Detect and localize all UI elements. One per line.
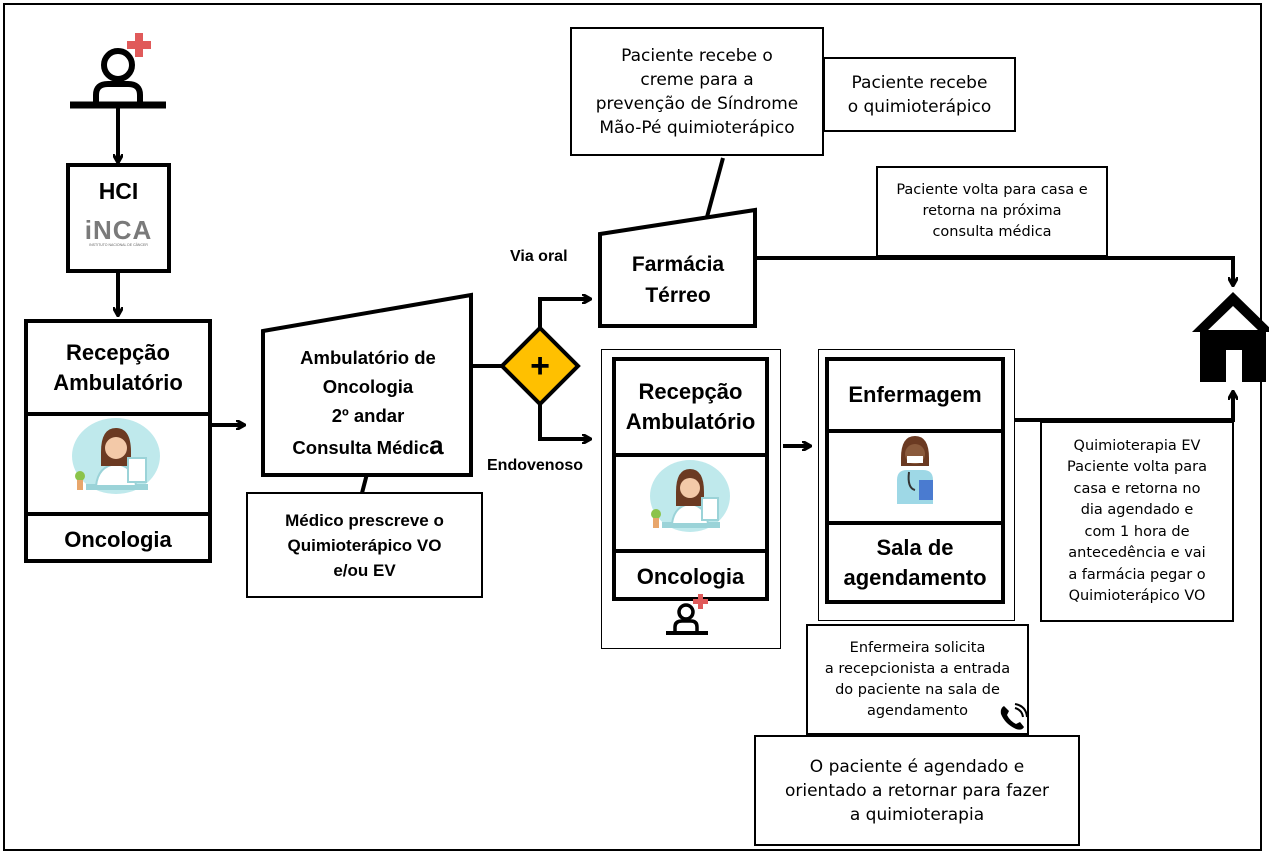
label-via-oral: Via oral (510, 248, 568, 265)
inca-logo-text: iNCA (84, 215, 153, 245)
enfermagem-title: Enfermagem (848, 382, 982, 407)
arrow-gateway-to-reception (538, 402, 590, 439)
ambulatorio-shape (261, 292, 473, 477)
reception-mid-dept: Oncologia (636, 564, 745, 589)
note-agendado: O paciente é agendado e orientado a reto… (754, 735, 1080, 846)
enfermagem-sala: Sala de agendamento (843, 534, 987, 590)
nurse-icon (897, 436, 933, 504)
receptionist-mid-illustration (616, 453, 765, 553)
note-casa: Paciente volta para casa e retorna na pr… (876, 166, 1108, 257)
receptionist-user-icon (666, 594, 708, 635)
patient-user-icon (70, 33, 166, 109)
reception-mid-title: Recepção Ambulatório (625, 379, 756, 434)
label-endovenoso: Endovenoso (487, 457, 584, 474)
gateway-plus-icon: + (530, 347, 550, 385)
reception-left-dept: Oncologia (64, 527, 172, 552)
receptionist-illustration (28, 412, 208, 516)
inca-logo: iNCA INSTITUTO NACIONAL DE CÂNCER (85, 217, 153, 248)
home-icon (1192, 292, 1269, 382)
gateway-diamond (499, 325, 581, 407)
ambulatorio-subtitle-last: a (429, 430, 444, 460)
diagram-frame (3, 3, 1262, 851)
reception-left: Recepção Ambulatório Oncologia (24, 319, 212, 563)
ambulatorio-subtitle-text: Consulta Médic (292, 437, 430, 458)
note-enfermeira: Enfermeira solicita a recepcionista a en… (806, 624, 1029, 735)
line-farmacia-to-creme (705, 157, 725, 218)
phone-icon (1000, 703, 1028, 730)
note-creme: Paciente recebe o creme para a prevenção… (570, 27, 824, 156)
ambulatorio-text: Ambulatório de Oncologia 2º andar Consul… (266, 336, 470, 470)
hci-label: HCI (98, 178, 139, 204)
farmacia-label: Farmácia Térreo (631, 253, 725, 307)
arrow-gateway-to-farmacia (538, 299, 590, 330)
reception-left-title: Recepção Ambulatório (53, 339, 183, 395)
nurse-illustration (829, 429, 1001, 525)
note-ev: Quimioterapia EV Paciente volta para cas… (1040, 421, 1234, 622)
arrow-enfermagem-to-home (1015, 392, 1233, 422)
note-quimio: Paciente recebe o quimioterápico (823, 57, 1016, 132)
receptionist-icon (72, 418, 160, 494)
ambulatorio-title: Ambulatório de Oncologia 2º andar (300, 347, 436, 426)
medico-note: Médico prescreve o Quimioterápico VO e/o… (246, 492, 483, 598)
inca-logo-subtitle: INSTITUTO NACIONAL DE CÂNCER (89, 243, 148, 247)
ambulatorio-subtitle: Consulta Médica (292, 430, 443, 463)
arrow-farmacia-to-home (755, 256, 1233, 285)
receptionist-mid-icon (650, 460, 730, 532)
hci-box: HCI iNCA INSTITUTO NACIONAL DE CÂNCER (66, 163, 171, 273)
farmacia-shape (598, 207, 757, 328)
reception-mid: Recepção Ambulatório Oncologia (612, 357, 769, 601)
